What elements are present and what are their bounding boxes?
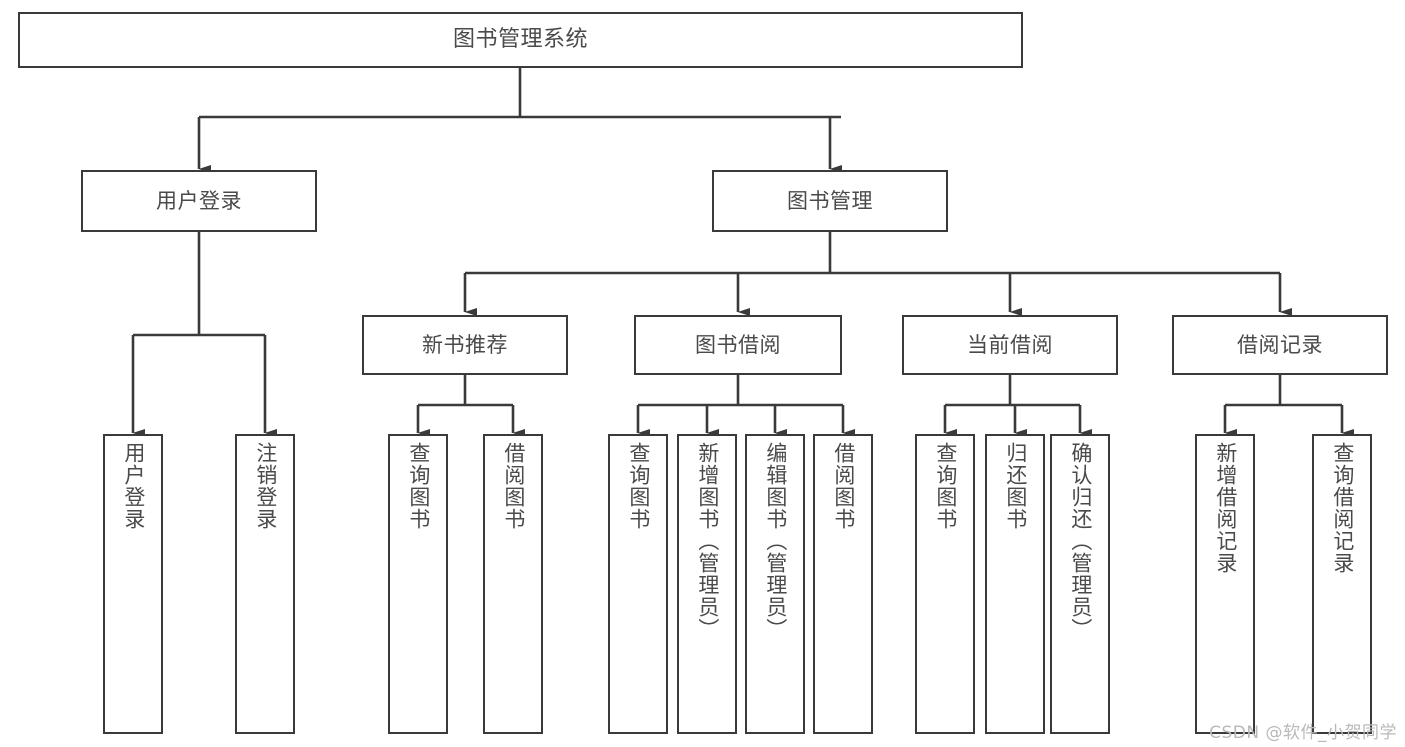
node-leaf-add-record[interactable]: 新增借阅记录 <box>1195 434 1255 734</box>
node-root[interactable]: 图书管理系统 <box>18 12 1023 68</box>
node-leaf-add-book[interactable]: 新增图书（管理员） <box>677 434 737 734</box>
node-leaf-logout-label: 注销登录 <box>253 442 278 530</box>
node-leaf-borrow-book-2-label: 借阅图书 <box>831 442 856 530</box>
node-leaf-add-book-label: 新增图书（管理员） <box>695 442 720 640</box>
node-book-manage-label: 图书管理 <box>787 188 873 213</box>
node-leaf-logout[interactable]: 注销登录 <box>235 434 295 734</box>
node-leaf-edit-book[interactable]: 编辑图书（管理员） <box>745 434 805 734</box>
node-leaf-borrow-book-1-label: 借阅图书 <box>501 442 526 530</box>
node-leaf-query-book-2[interactable]: 查询图书 <box>608 434 668 734</box>
node-leaf-add-record-label: 新增借阅记录 <box>1213 442 1238 574</box>
node-leaf-query-record-label: 查询借阅记录 <box>1330 442 1355 574</box>
node-leaf-query-book-1[interactable]: 查询图书 <box>388 434 448 734</box>
node-leaf-query-book-2-label: 查询图书 <box>626 442 651 530</box>
node-leaf-user-login-label: 用户登录 <box>121 442 146 530</box>
node-book-manage[interactable]: 图书管理 <box>712 170 948 232</box>
node-leaf-query-book-3-label: 查询图书 <box>933 442 958 530</box>
node-current-borrow[interactable]: 当前借阅 <box>902 315 1118 375</box>
node-borrow-record-label: 借阅记录 <box>1237 332 1323 357</box>
node-leaf-query-record[interactable]: 查询借阅记录 <box>1312 434 1372 734</box>
watermark: CSDN @软件_小贺同学 <box>1209 723 1397 743</box>
node-leaf-borrow-book-1[interactable]: 借阅图书 <box>483 434 543 734</box>
node-leaf-borrow-book-2[interactable]: 借阅图书 <box>813 434 873 734</box>
node-current-borrow-label: 当前借阅 <box>967 332 1053 357</box>
node-leaf-query-book-3[interactable]: 查询图书 <box>915 434 975 734</box>
node-root-label: 图书管理系统 <box>452 27 588 53</box>
node-new-book-rec[interactable]: 新书推荐 <box>362 315 568 375</box>
node-leaf-confirm-return[interactable]: 确认归还（管理员） <box>1050 434 1110 734</box>
node-leaf-user-login[interactable]: 用户登录 <box>103 434 163 734</box>
node-leaf-return-book-label: 归还图书 <box>1003 442 1028 530</box>
node-user-login[interactable]: 用户登录 <box>81 170 317 232</box>
node-borrow-record[interactable]: 借阅记录 <box>1172 315 1388 375</box>
node-leaf-query-book-1-label: 查询图书 <box>406 442 431 530</box>
node-leaf-edit-book-label: 编辑图书（管理员） <box>763 442 788 640</box>
node-leaf-confirm-return-label: 确认归还（管理员） <box>1068 442 1093 640</box>
node-leaf-return-book[interactable]: 归还图书 <box>985 434 1045 734</box>
node-user-login-label: 用户登录 <box>156 188 242 213</box>
node-new-book-rec-label: 新书推荐 <box>422 332 508 357</box>
node-book-borrow[interactable]: 图书借阅 <box>634 315 842 375</box>
node-book-borrow-label: 图书借阅 <box>695 332 781 357</box>
